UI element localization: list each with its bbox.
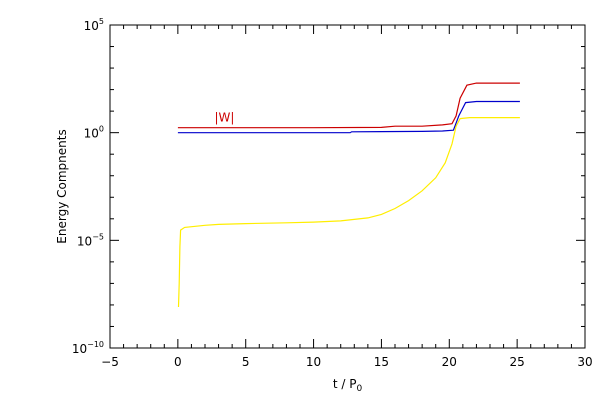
y-tick-label-exponent: −10 [87,340,104,349]
y-tick-label-exponent: −5 [92,232,104,241]
x-tick-label: 5 [242,355,250,369]
y-tick-label-exponent: 5 [99,17,104,26]
y-tick-label-base: 10 [84,127,99,141]
x-tick-label: 15 [374,355,389,369]
x-tick-label: −5 [101,355,119,369]
x-tick-label: 10 [306,355,321,369]
series-line-1 [177,82,520,129]
plot-frame [109,24,586,349]
y-tick-label: 100 [84,125,104,141]
x-tick-label: 30 [577,355,592,369]
x-axis-title: t / P0 [333,377,363,394]
y-tick-label-exponent: 0 [99,125,104,134]
y-tick-label: 10−5 [77,232,104,248]
series-line-2 [177,100,520,134]
y-tick-label: 10−10 [72,340,104,356]
y-tick-label: 105 [84,17,104,33]
y-axis-title: Energy Compnents [55,129,69,243]
x-axis-title-main: t / P [333,377,357,391]
y-tick-label-base: 10 [84,19,99,33]
y-tick-label-base: 10 [77,234,92,248]
series-line-3 [177,117,520,308]
x-tick-label: 0 [174,355,182,369]
x-axis-title-subscript: 0 [356,384,362,394]
x-tick-label: 25 [510,355,525,369]
x-tick-label: 20 [442,355,457,369]
y-tick-label-base: 10 [72,342,87,356]
annotation-label: |W| [215,111,235,125]
